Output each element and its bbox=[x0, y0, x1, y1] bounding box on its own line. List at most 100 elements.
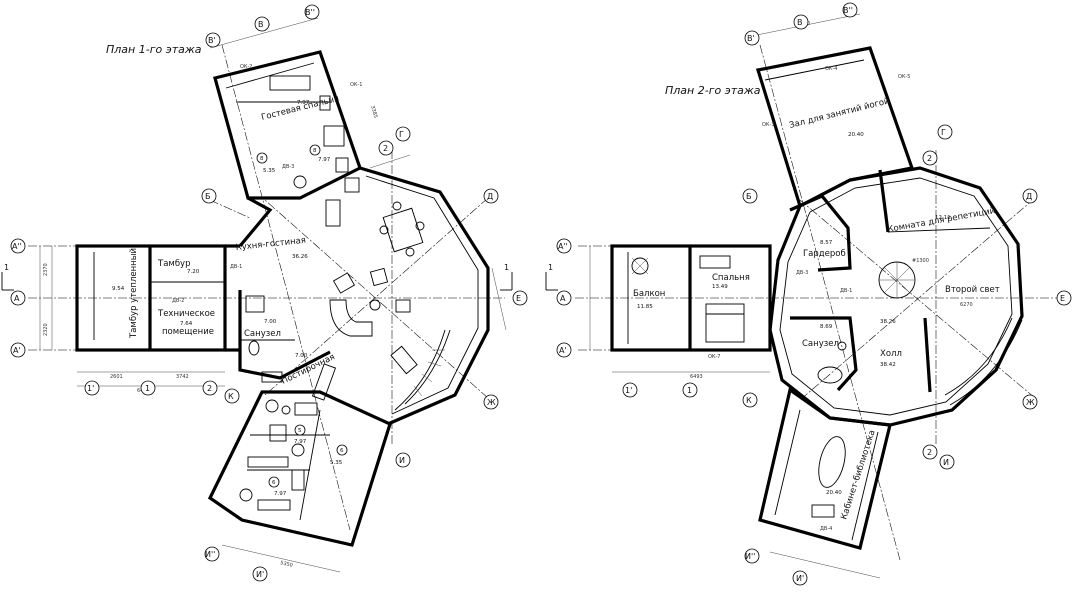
plan2-area-wardrobe: 8.57 bbox=[820, 240, 833, 246]
plan1-axis-Zh: Ж bbox=[487, 398, 496, 407]
plan2-axis-D: Д bbox=[1026, 192, 1032, 201]
plan2-axis-I1: И' bbox=[796, 574, 804, 583]
plan2-mark-ok4: ОК-4 bbox=[825, 66, 837, 72]
plan2-mark-ok5: ОК-5 bbox=[898, 74, 910, 80]
plan2-area-bedroom: 13.49 bbox=[712, 284, 728, 290]
plan2-dim-4: #1300 bbox=[912, 258, 929, 264]
plan2-axis-A1: А' bbox=[559, 346, 567, 355]
plan1-dim-8: 3385 bbox=[369, 105, 378, 119]
plan2-axis-G: Г bbox=[941, 128, 946, 137]
plan2-mark-ok7: ОК-7 bbox=[708, 354, 720, 360]
plan2-area-balcony: 11.85 bbox=[637, 304, 653, 310]
plan1-room-warm-vestibule: Тамбур утепленный bbox=[129, 248, 139, 339]
plan2-room-bathroom: Санузел bbox=[802, 339, 839, 349]
plan1-area-kitchen-living: 36.26 bbox=[292, 254, 308, 260]
plan2-mark-ok3: ОК-3 bbox=[762, 122, 774, 128]
plan2-axis-V2: В'' bbox=[843, 6, 853, 15]
plan1-axis-G: Г bbox=[399, 130, 404, 139]
plan1-drawing bbox=[28, 17, 507, 573]
plan2-room-hall: Холл bbox=[880, 349, 902, 359]
plan1-room-technical: Техническое bbox=[157, 309, 215, 319]
plan1-mark-ok1: ОК-1 bbox=[350, 82, 362, 88]
plan2-room-library: Кабинет-библиотека bbox=[839, 429, 877, 521]
plan2-axis-A2: А'' bbox=[558, 242, 568, 251]
plan2-axis-I: И bbox=[943, 458, 949, 467]
plan1-mark-dv1: ДВ-1 bbox=[230, 264, 242, 270]
plan1-axis-B: Б bbox=[205, 192, 211, 201]
plan1-dim-4: 2320 bbox=[43, 323, 49, 336]
plan1-circle-5: 6 bbox=[272, 480, 276, 486]
plan2-area-extra-1: 38.26 bbox=[880, 319, 896, 325]
plan1-axis-I2: И'' bbox=[205, 550, 215, 559]
plan1-room-vestibule: Тамбур bbox=[157, 259, 190, 269]
plan1-room-guest-bedroom: Гостевая спальня bbox=[260, 94, 340, 123]
plan1-title: План 1-го этажа bbox=[106, 43, 202, 56]
plan1-room-bathroom: Санузел bbox=[244, 329, 281, 339]
plan1-extra-areas: 7.97 5.35 7.97 5.35 7.97 bbox=[263, 157, 343, 497]
plan1-axis-D: Д bbox=[487, 192, 493, 201]
plan2-axis-I2: И'' bbox=[745, 552, 755, 561]
plan1-axis-2b: 2 bbox=[383, 144, 388, 153]
plan2-axis-Zh: Ж bbox=[1026, 398, 1035, 407]
plan1-marks: ДВ-1 ДВ-2 ДВ-3 ОК-1 ОК-2 1 1 bbox=[1, 64, 513, 304]
plan2-area-rehearsal: 12.11 bbox=[935, 215, 951, 221]
plan1-area-vestibule: 7.20 bbox=[187, 269, 200, 275]
plan2-area-yoga: 20.40 bbox=[848, 132, 864, 138]
plan1-area-bathroom: 7.00 bbox=[264, 319, 277, 325]
plan1-circle-4: 6 bbox=[340, 448, 344, 454]
plan1-circle-1: 8 bbox=[260, 156, 264, 162]
plan1-mark-dv2: ДВ-2 bbox=[172, 298, 184, 304]
plan1-area-extra-2: 5.35 bbox=[263, 168, 276, 174]
plan1-section-mark-left: 1 bbox=[4, 263, 9, 272]
plan2-axis-A: А bbox=[560, 294, 566, 303]
plan1-axis-V: В bbox=[258, 20, 264, 29]
plan1-axis-A2: А'' bbox=[12, 242, 22, 251]
plan1-mark-ok2: ОК-2 bbox=[240, 64, 252, 70]
plan1-axis-V1: В' bbox=[208, 36, 216, 45]
plan2-room-wardrobe: Гардероб bbox=[803, 249, 846, 259]
plan1-axis-bubbles: В В' В'' Г Д Е Ж И И' И'' К Б А А' А'' 1… bbox=[10, 4, 528, 582]
plan2-axis-B: Б bbox=[746, 192, 752, 201]
plan2-mark-dv3: ДВ-3 bbox=[796, 270, 808, 276]
plan1-dim-5: 2370 bbox=[43, 263, 49, 276]
plan2-section-mark-left: 1 bbox=[548, 263, 553, 272]
plan2-room-bedroom: Спальня bbox=[712, 273, 750, 283]
plan1-axis-I: И bbox=[399, 456, 405, 465]
plan1-area-laundry: 7.00 bbox=[295, 353, 308, 359]
plan2-axis-1p: 1' bbox=[625, 386, 632, 395]
plan2-area-library: 20.40 bbox=[826, 490, 842, 496]
plan1-circle-2: 8 bbox=[313, 148, 317, 154]
plan2-axis-1: 1 bbox=[687, 386, 692, 395]
plan2-title: План 2-го этажа bbox=[665, 84, 761, 97]
plan2-axis-bubbles: В В' В'' Г Д Е Ж И И' И'' К Б А А' А'' 1… bbox=[556, 2, 1072, 586]
plan1-axis-A: А bbox=[14, 294, 20, 303]
plan1-circled-marks: 8 8 5 6 6 bbox=[256, 144, 348, 488]
plan1-axis-I1: И' bbox=[256, 570, 264, 579]
plan2-marks: ДВ-1 ДВ-3 ДВ-4 ОК-3 ОК-4 ОК-5 ОК-7 1 bbox=[545, 66, 910, 532]
plan1-axis-K: К bbox=[228, 392, 234, 401]
plan1-area-warm-vestibule: 9.54 bbox=[112, 286, 125, 292]
plan2-axis-V: В bbox=[797, 18, 803, 27]
plan1-axis-E: Е bbox=[516, 294, 521, 303]
plan1-area-extra-4: 5.35 bbox=[330, 460, 343, 466]
plan1-mark-dv3: ДВ-3 bbox=[282, 164, 294, 170]
plan1-dim-2: 2601 bbox=[110, 374, 123, 380]
plan1-axis-A1: А' bbox=[13, 346, 21, 355]
plan2-area-hall: 38.42 bbox=[880, 362, 896, 368]
plan1-axis-1: 1 bbox=[145, 384, 150, 393]
plan1-section-mark-right: 1 bbox=[504, 263, 509, 272]
plan2-room-second-light: Второй свет bbox=[945, 285, 1000, 295]
plan2-dim-1: 6493 bbox=[690, 374, 703, 380]
plan2-axis-2a: 2 bbox=[927, 154, 932, 163]
plan1-room-laundry: Постирочная bbox=[280, 352, 337, 387]
plan2-area-bathroom: 8.69 bbox=[820, 324, 833, 330]
plan1-dim-7: 5350 bbox=[280, 560, 294, 569]
plan1-circle-3: 5 bbox=[298, 428, 302, 434]
plan1-area-guest-bedroom: 7.97 bbox=[297, 100, 310, 106]
plan1-area-technical: 7.64 bbox=[180, 321, 193, 327]
plan1-area-extra-5: 7.97 bbox=[274, 491, 287, 497]
plan2-axis-V1: В' bbox=[747, 34, 755, 43]
plan2-room-balcony: Балкон bbox=[633, 289, 665, 299]
